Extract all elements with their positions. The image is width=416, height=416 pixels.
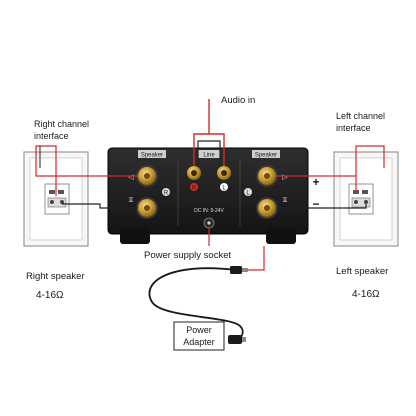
right-impedance-label: 4-16Ω: [36, 290, 64, 301]
svg-text:▷: ▷: [282, 174, 288, 181]
line-tag-text: Line: [203, 153, 215, 159]
left-speaker-label: Left speaker: [336, 266, 388, 277]
left-speaker-wires: [276, 145, 385, 209]
right-channel-label-line2: interface: [34, 131, 69, 141]
dc-in-label: DC IN: 9-24V: [194, 208, 224, 214]
right-speaker-wires: [35, 145, 138, 209]
power-adapter-label-line1: Power: [186, 325, 212, 335]
polarity-plus: +: [312, 175, 319, 189]
rca-input-r: [187, 166, 201, 180]
rca-l-label: L: [222, 185, 226, 191]
left-speaker-cabinet: [333, 151, 399, 247]
binding-post-l-negative: [256, 197, 278, 219]
amp-foot-left: [120, 228, 150, 244]
amp-foot-right: [266, 228, 296, 244]
power-adapter-box: [173, 321, 225, 351]
dc-plug: [230, 266, 248, 274]
right-channel-label-line1: Right channel: [34, 119, 89, 129]
post-r-label: R: [164, 191, 169, 197]
audio-in-label: Audio in: [221, 95, 255, 106]
dc-power-socket: [203, 217, 215, 229]
binding-post-l-positive: [256, 165, 278, 187]
polarity-minus: −: [312, 197, 319, 211]
left-impedance-label: 4-16Ω: [352, 289, 380, 300]
power-adapter-label-line2: Adapter: [183, 337, 215, 347]
binding-post-r-positive: [136, 165, 158, 187]
speaker-tag-right: [252, 150, 280, 158]
right-speaker-label: Right speaker: [26, 271, 85, 282]
rca-l-marker: [220, 183, 228, 191]
audio-in-wires: [193, 99, 225, 166]
speaker-tag-left: [138, 150, 166, 158]
binding-post-r-negative: [136, 197, 158, 219]
speaker-tag-right-text: Speaker: [255, 153, 277, 159]
rca-input-l: [217, 166, 231, 180]
svg-text:◁: ◁: [128, 174, 134, 181]
amplifier: Speaker Line Speaker ◁ ⧖ R: [107, 147, 309, 244]
power-cable: [148, 228, 265, 344]
power-supply-socket-label: Power supply socket: [144, 250, 231, 261]
adapter-plug: [228, 335, 246, 344]
svg-text:⧖: ⧖: [283, 197, 288, 204]
post-l-marker: [244, 188, 252, 196]
left-channel-label-line1: Left channel: [336, 111, 385, 121]
left-channel-label-line2: interface: [336, 123, 371, 133]
svg-text:⧖: ⧖: [129, 197, 134, 204]
speaker-tag-left-text: Speaker: [141, 153, 163, 159]
rca-r-label: R: [192, 185, 197, 191]
post-l-label: L: [246, 191, 250, 197]
post-r-marker: [162, 188, 170, 196]
rca-r-marker: [190, 183, 198, 191]
line-tag: [198, 150, 220, 158]
